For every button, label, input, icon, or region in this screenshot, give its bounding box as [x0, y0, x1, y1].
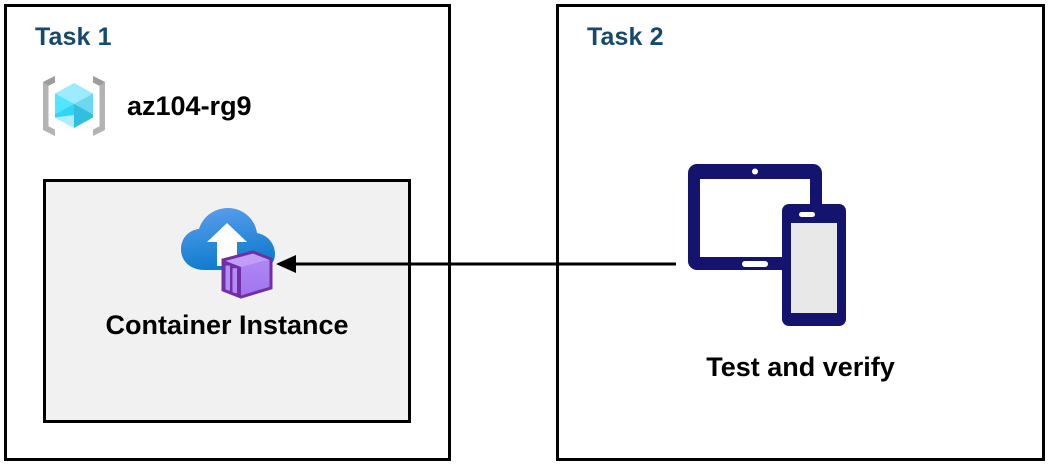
azure-resource-group-icon — [43, 76, 105, 136]
devices-tablet-phone-icon — [688, 164, 846, 326]
panel-task-2: Task 2 — [556, 4, 1045, 461]
panel-task-1-title: Task 1 — [35, 23, 112, 51]
resource-group-label: az104-rg9 — [127, 90, 252, 121]
azure-container-instance-icon — [181, 208, 275, 299]
panel-task-2-title: Task 2 — [587, 23, 664, 51]
panel-task-1: Task 1 az104-rg9 — [4, 4, 451, 461]
resource-group-row: az104-rg9 — [37, 69, 252, 143]
container-instance-label: Container Instance — [105, 310, 349, 340]
container-instance-box: Container Instance — [43, 179, 411, 423]
test-and-verify-label: Test and verify — [706, 352, 895, 382]
